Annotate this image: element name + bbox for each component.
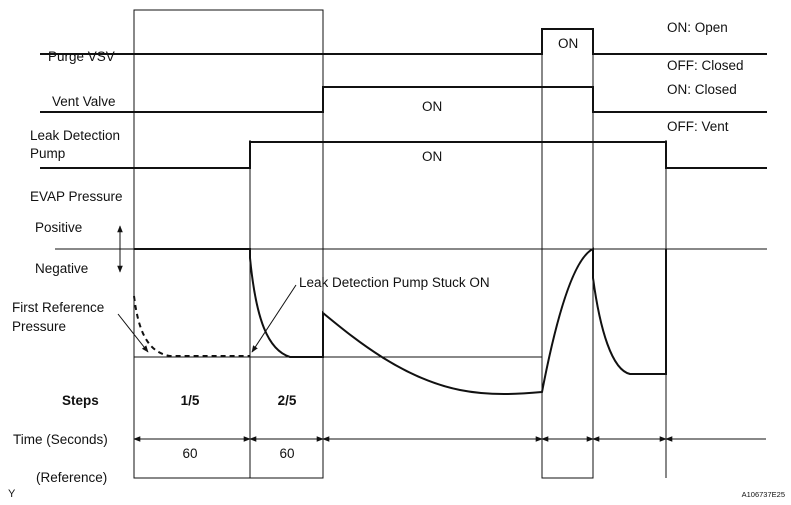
vent-valve-state-on: ON: Closed bbox=[667, 82, 737, 97]
first-reference-label-line1: First Reference bbox=[12, 300, 104, 315]
corner-mark: Y bbox=[8, 488, 16, 500]
first-reference-label-line2: Pressure bbox=[12, 319, 66, 334]
evap-pressure-label: EVAP Pressure bbox=[30, 189, 123, 204]
vent-valve-label: Vent Valve bbox=[52, 94, 116, 109]
time-label: Time (Seconds) bbox=[13, 432, 108, 447]
figure-code: A106737E25 bbox=[742, 490, 785, 499]
vent-valve-state-off: OFF: Vent bbox=[667, 119, 729, 134]
steps-label: Steps bbox=[62, 393, 99, 408]
stuck-on-pointer bbox=[251, 284, 297, 353]
step-1-box bbox=[133, 9, 324, 479]
stuck-on-annotation: Leak Detection Pump Stuck ON bbox=[299, 275, 490, 290]
leak-pump-on-text: ON bbox=[422, 149, 442, 164]
time-value-2: 60 bbox=[279, 446, 294, 461]
vent-valve-on-text: ON bbox=[422, 99, 442, 114]
purge-vsv-on-text: ON bbox=[558, 36, 578, 51]
leak-pump-label-line2: Pump bbox=[30, 146, 65, 161]
step-2-value: 2/5 bbox=[278, 393, 297, 408]
evap-negative-label: Negative bbox=[35, 261, 88, 276]
first-reference-dashed-curve bbox=[133, 295, 250, 357]
purge-step-box bbox=[541, 28, 594, 479]
time-reference-label: (Reference) bbox=[36, 470, 107, 485]
purge-vsv-state-off: OFF: Closed bbox=[667, 58, 744, 73]
leak-pump-trace bbox=[40, 141, 767, 169]
evap-positive-label: Positive bbox=[35, 220, 82, 235]
time-value-1: 60 bbox=[182, 446, 197, 461]
vent-valve-trace bbox=[40, 86, 767, 113]
purge-vsv-state-on: ON: Open bbox=[667, 20, 728, 35]
step-boxes bbox=[133, 9, 667, 479]
leak-pump-label-line1: Leak Detection bbox=[30, 128, 120, 143]
purge-vsv-label: Purge VSV bbox=[48, 49, 115, 64]
step-1-value: 1/5 bbox=[181, 393, 200, 408]
evap-pressure-trace bbox=[134, 247, 667, 395]
first-reference-pointer bbox=[117, 313, 149, 353]
purge-vsv-trace bbox=[40, 28, 767, 55]
